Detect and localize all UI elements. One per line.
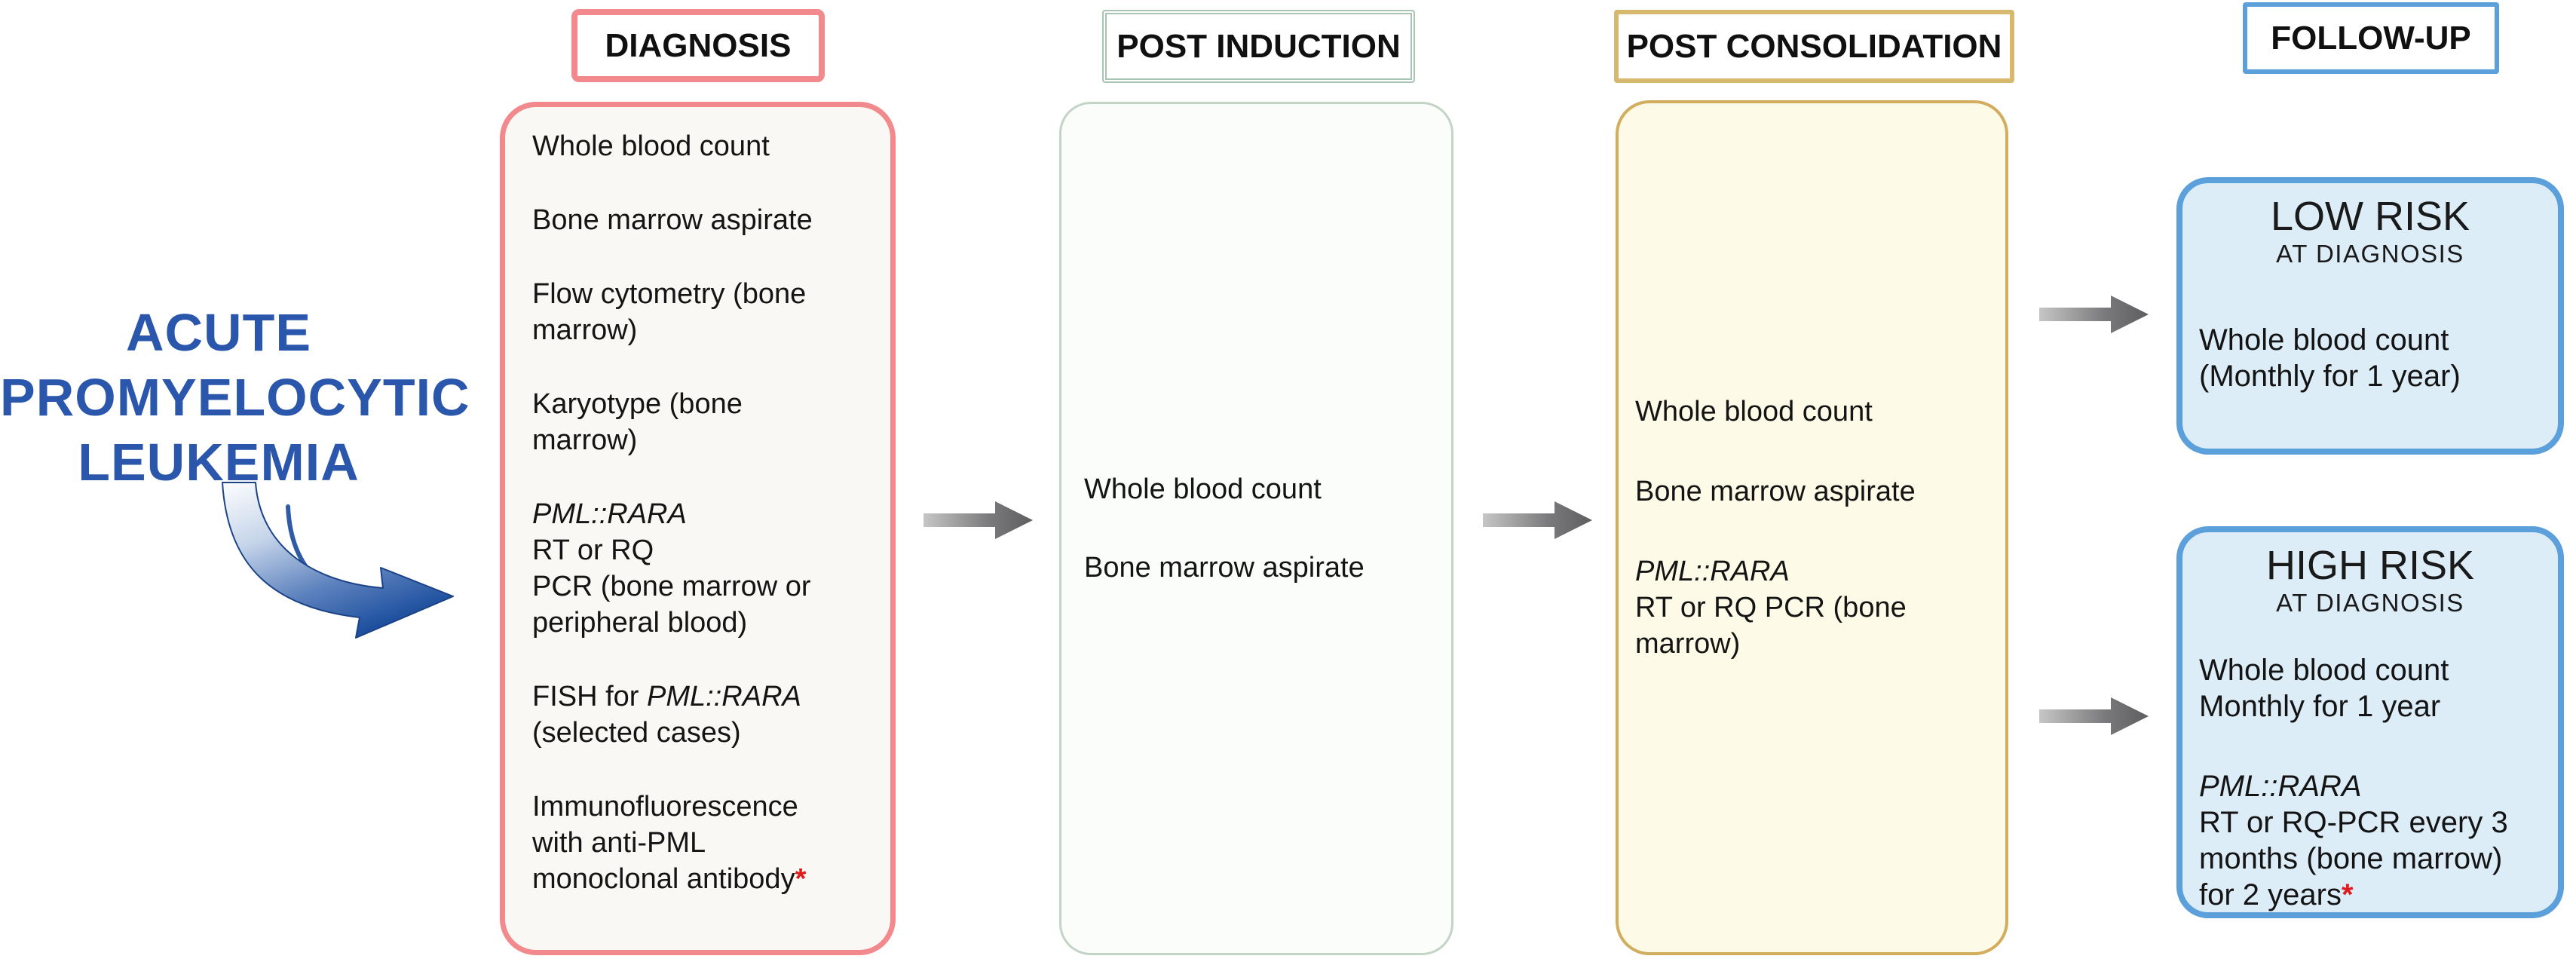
post-induction-phase-label-text: POST INDUCTION (1116, 27, 1401, 65)
diagnosis-phase-label-text: DIAGNOSIS (605, 26, 792, 64)
low-risk-body: Whole blood count (Monthly for 1 year) (2199, 323, 2461, 393)
post-induction-item-bone-marrow-aspirate: Bone marrow aspirate (1084, 552, 1365, 584)
gene-name: PML::RARA (532, 498, 687, 530)
diagnosis-item-whole-blood-count: Whole blood count (532, 130, 770, 162)
post-consolidation-item-bone-marrow-aspirate: Bone marrow aspirate (1635, 476, 1916, 507)
low-risk-heading: LOW RISK (2270, 194, 2470, 239)
arrow-diagnosis-to-post-induction-icon (924, 501, 1033, 539)
page-title-line-1: ACUTE (125, 303, 312, 362)
diagnosis-item-bone-marrow-aspirate: Bone marrow aspirate (532, 204, 813, 236)
diagnosis-item-fish: FISH for PML::RARA (selected cases) (532, 681, 801, 749)
low-risk-subheading: AT DIAGNOSIS (2276, 240, 2464, 268)
diagnosis-item-immunofluorescence: Immunofluorescence with anti-PML monoclo… (532, 791, 807, 895)
diagnosis-item-pml-rara-pcr: PML::RARA RT or RQ PCR (bone marrow or p… (532, 496, 863, 641)
diagnosis-item-karyotype: Karyotype (bone marrow) (532, 388, 743, 456)
high-risk-subheading: AT DIAGNOSIS (2276, 589, 2464, 617)
footnote-asterisk: * (795, 863, 807, 895)
arrow-to-high-risk-icon (2039, 697, 2149, 735)
post-induction-phase-label: POST INDUCTION (1102, 10, 1415, 83)
follow-up-phase-label-text: FOLLOW-UP (2271, 19, 2471, 57)
page-title-line-3: LEUKEMIA (78, 433, 360, 492)
high-risk-box: HIGH RISK AT DIAGNOSIS Whole blood count… (2176, 526, 2564, 918)
follow-up-phase-label: FOLLOW-UP (2243, 2, 2499, 74)
post-induction-box: Whole blood count Bone marrow aspirate (1059, 102, 1453, 955)
post-consolidation-item-whole-blood-count: Whole blood count (1635, 396, 1873, 427)
arrow-post-induction-to-post-consolidation-icon (1483, 501, 1592, 539)
gene-name: PML::RARA (647, 681, 801, 712)
high-risk-body-blood-count: Whole blood count Monthly for 1 year (2199, 654, 2449, 723)
arrow-to-low-risk-icon (2039, 296, 2149, 333)
gene-name: PML::RARA (1635, 556, 1790, 587)
high-risk-heading: HIGH RISK (2265, 543, 2475, 588)
curved-arrow-icon (222, 482, 454, 639)
page-title: ACUTE PROMYELOCYTIC LEUKEMIA (0, 300, 470, 495)
page-title-line-2: PROMYELOCYTIC (0, 368, 470, 427)
post-induction-item-whole-blood-count: Whole blood count (1084, 473, 1322, 505)
post-consolidation-phase-label: POST CONSOLIDATION (1614, 10, 2014, 83)
post-consolidation-item-pml-rara-pcr: PML::RARA RT or RQ PCR (bone marrow) (1635, 553, 2005, 662)
footnote-asterisk: * (2341, 878, 2354, 911)
gene-name: PML::RARA (2199, 770, 2362, 803)
diagnosis-box: Whole blood count Bone marrow aspirate F… (500, 102, 896, 955)
post-consolidation-box: Whole blood count Bone marrow aspirate P… (1616, 100, 2008, 955)
low-risk-box: LOW RISK AT DIAGNOSIS Whole blood count … (2176, 177, 2564, 455)
high-risk-body-pcr: PML::RARA RT or RQ-PCR every 3 months (b… (2182, 768, 2558, 913)
diagnosis-phase-label: DIAGNOSIS (571, 9, 825, 82)
diagnosis-item-flow-cytometry: Flow cytometry (bone marrow) (532, 278, 807, 346)
post-consolidation-phase-label-text: POST CONSOLIDATION (1626, 27, 2002, 65)
